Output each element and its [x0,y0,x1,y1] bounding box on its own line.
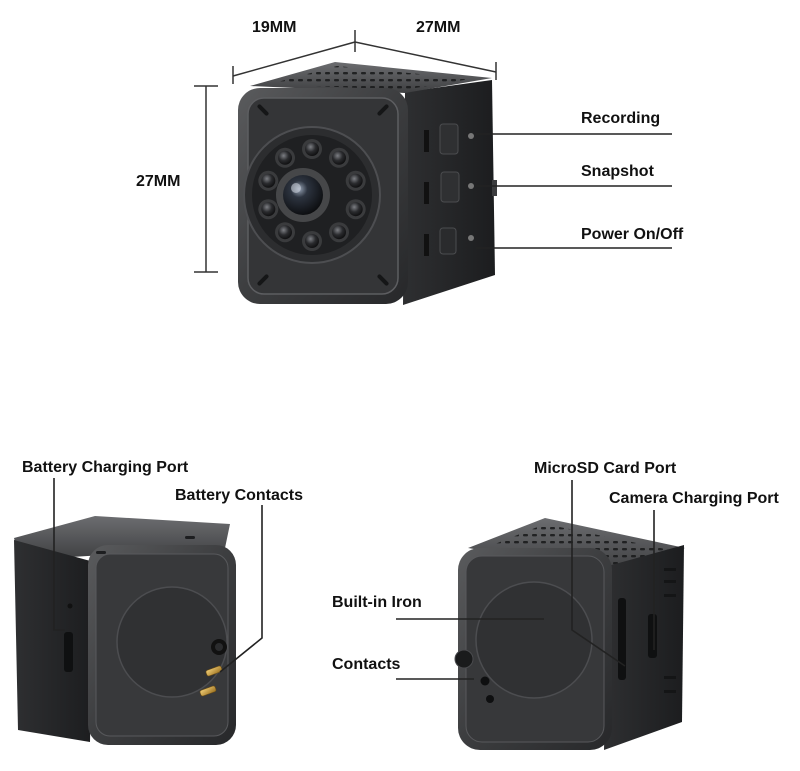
ir-led-lens [332,150,346,165]
microsd-card-port-label: MicroSD Card Port [534,460,677,477]
built-in-iron-label: Built-in Iron [332,594,422,611]
dimension-width-label: 19MM [252,19,297,36]
dimension-lines [194,30,497,273]
camera-back-right-view [454,518,685,750]
ir-led-lens [261,202,276,217]
ir-led-lens [305,142,319,156]
dimension-depth-label: 27MM [416,19,461,36]
back-left-callout-lines [53,478,263,673]
ir-led-lens [348,202,363,217]
front-callout-lines [476,133,672,249]
battery-contacts-label: Battery Contacts [175,487,304,504]
ir-led-lens [261,173,276,188]
battery-charging-port-label: Battery Charging Port [22,459,189,476]
camera-charging-port-label: Camera Charging Port [609,490,779,507]
camera-front-view [238,62,497,305]
dimension-height-label: 27MM [136,173,181,190]
ir-led-lens [278,225,292,240]
camera-back-left-view [14,516,236,745]
power-label: Power On/Off [581,226,684,243]
ir-led-lens [305,234,319,248]
ir-led-lens [332,225,346,240]
ir-led-lens [348,173,363,188]
snapshot-label: Snapshot [581,163,654,180]
back-right-callout-lines [396,480,655,680]
ir-led-lens [278,150,292,165]
contacts-label: Contacts [332,656,401,673]
recording-label: Recording [581,110,661,127]
